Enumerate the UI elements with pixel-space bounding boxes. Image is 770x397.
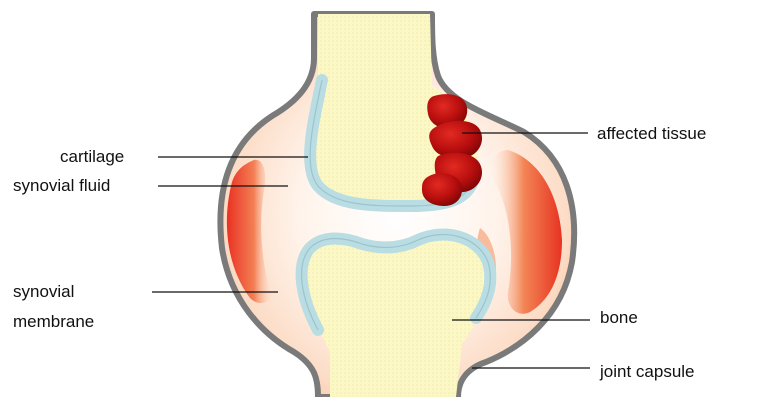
affected-tissue-lump xyxy=(422,173,462,206)
label-synovial-membrane-line2: membrane xyxy=(13,312,94,331)
label-synovial-fluid: synovial fluid xyxy=(13,176,110,195)
label-joint-capsule: joint capsule xyxy=(599,362,695,381)
label-cartilage: cartilage xyxy=(60,147,124,166)
label-affected-tissue: affected tissue xyxy=(597,124,706,143)
label-synovial-membrane-line1: synovial xyxy=(13,282,74,301)
label-bone: bone xyxy=(600,308,638,327)
